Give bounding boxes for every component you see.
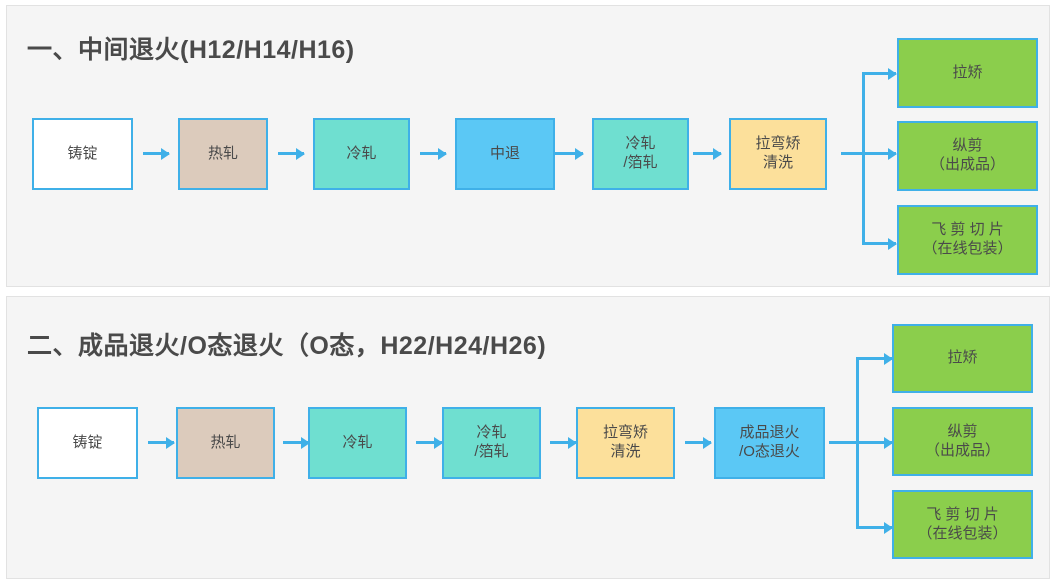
node-output-slitting[interactable]: 纵剪 （出成品） bbox=[892, 407, 1033, 476]
node-output-flying-shear[interactable]: 飞 剪 切 片 （在线包装） bbox=[892, 490, 1033, 559]
node-cold-roll[interactable]: 冷轧 bbox=[308, 407, 407, 479]
node-ingot[interactable]: 铸锭 bbox=[32, 118, 133, 190]
branch-stub-flying-shear bbox=[856, 526, 892, 529]
node-hot-roll[interactable]: 热轧 bbox=[176, 407, 275, 479]
node-cold-roll[interactable]: 冷轧 bbox=[313, 118, 410, 190]
arrow-hot-roll-to-cold-roll bbox=[278, 152, 304, 155]
node-output-flying-shear[interactable]: 飞 剪 切 片 （在线包装） bbox=[897, 205, 1038, 275]
node-output-slitting[interactable]: 纵剪 （出成品） bbox=[897, 121, 1038, 191]
branch-trunk-horizontal bbox=[841, 152, 865, 155]
process-panel-intermediate-annealing: 一、中间退火(H12/H14/H16) 铸锭 热轧 冷轧 中退 冷轧 /箔轧 拉… bbox=[6, 5, 1050, 287]
node-foil-roll[interactable]: 冷轧 /箔轧 bbox=[442, 407, 541, 479]
node-foil-roll[interactable]: 冷轧 /箔轧 bbox=[592, 118, 689, 190]
arrow-ingot-to-hot-roll bbox=[143, 152, 169, 155]
node-output-straighten[interactable]: 拉矫 bbox=[892, 324, 1033, 393]
process-panel-final-annealing: 二、成品退火/O态退火（O态，H22/H24/H26) 铸锭 热轧 冷轧 冷轧 … bbox=[6, 296, 1050, 579]
arrow-ingot-to-hot-roll bbox=[148, 441, 174, 444]
node-output-straighten[interactable]: 拉矫 bbox=[897, 38, 1038, 108]
arrow-foil-roll-to-tension-level-clean bbox=[693, 152, 721, 155]
arrow-mid-anneal-to-foil-roll bbox=[555, 152, 583, 155]
branch-stub-slitting bbox=[856, 441, 892, 444]
node-hot-roll[interactable]: 热轧 bbox=[178, 118, 268, 190]
branch-trunk-horizontal bbox=[829, 441, 857, 444]
panel-title: 二、成品退火/O态退火（O态，H22/H24/H26) bbox=[27, 332, 547, 360]
branch-stub-straighten bbox=[856, 357, 892, 360]
panel-title: 一、中间退火(H12/H14/H16) bbox=[27, 36, 355, 64]
arrow-hot-roll-to-cold-roll bbox=[283, 441, 309, 444]
branch-stub-slitting bbox=[862, 152, 896, 155]
node-final-anneal[interactable]: 成品退火 /O态退火 bbox=[714, 407, 825, 479]
node-mid-anneal[interactable]: 中退 bbox=[455, 118, 555, 190]
arrow-tension-level-clean-to-final-anneal bbox=[685, 441, 711, 444]
branch-stub-straighten bbox=[862, 72, 896, 75]
arrow-cold-roll-to-mid-anneal bbox=[420, 152, 446, 155]
arrow-foil-roll-to-tension-level-clean bbox=[550, 441, 576, 444]
branch-stub-flying-shear bbox=[862, 242, 896, 245]
branch-trunk-vertical bbox=[862, 72, 865, 245]
node-tension-level-clean[interactable]: 拉弯矫 清洗 bbox=[576, 407, 675, 479]
arrow-cold-roll-to-foil-roll bbox=[416, 441, 442, 444]
node-tension-level-clean[interactable]: 拉弯矫 清洗 bbox=[729, 118, 827, 190]
node-ingot[interactable]: 铸锭 bbox=[37, 407, 138, 479]
